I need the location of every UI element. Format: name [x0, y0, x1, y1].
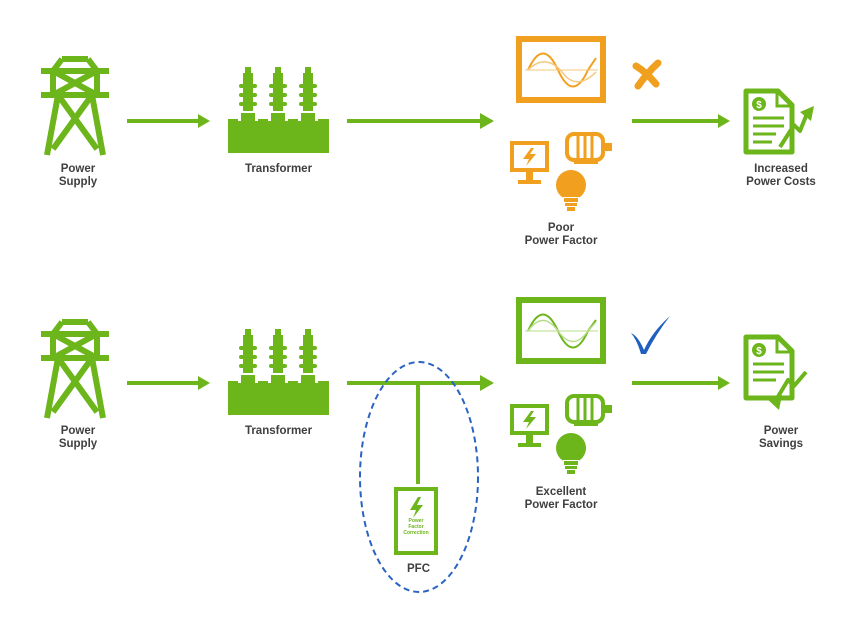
- pfc-device-icon: [394, 487, 438, 555]
- transformer-icon: [228, 329, 329, 415]
- lightbulb-icon: [556, 433, 586, 474]
- flow-arrow: [347, 113, 494, 129]
- cost-document-icon: $: [743, 334, 808, 410]
- cross-mark-icon: [632, 59, 662, 90]
- pfc-highlight-ellipse: [359, 361, 479, 593]
- transformer-label: Transformer: [244, 163, 313, 175]
- waveform-monitor-icon: [516, 36, 606, 103]
- transmission-tower-icon: [41, 319, 109, 419]
- transformer-icon: [228, 67, 329, 153]
- computer-icon: [510, 141, 549, 184]
- transmission-tower-icon: [41, 56, 109, 156]
- check-mark-icon: [631, 316, 670, 354]
- waveform-monitor-icon: [516, 297, 606, 364]
- flow-arrow: [127, 376, 210, 390]
- svg-text:$: $: [756, 346, 762, 357]
- svg-text:$: $: [756, 100, 762, 111]
- flow-arrow: [632, 376, 730, 390]
- computer-icon: [510, 404, 549, 447]
- transformer-label: Transformer: [244, 425, 313, 437]
- flow-arrow: [127, 114, 210, 128]
- motor-icon: [565, 394, 612, 426]
- pfc-label: PFC: [407, 563, 430, 575]
- flow-arrow: [347, 375, 494, 484]
- flow-arrow: [632, 114, 730, 128]
- cost-document-icon: $: [743, 88, 814, 155]
- motor-icon: [565, 132, 612, 164]
- lightbulb-icon: [556, 170, 586, 211]
